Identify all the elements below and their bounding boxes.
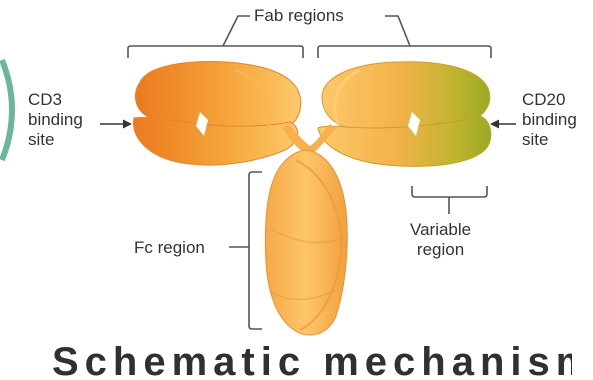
- fab-arm-left: [133, 61, 300, 165]
- caption-partial: Schematic mechanism of action: [52, 340, 572, 380]
- antibody-illustration: [0, 0, 593, 367]
- fab-title-connector-right: [385, 16, 410, 46]
- variable-region-label: Variable region: [410, 220, 471, 260]
- cd20-arrow: [490, 120, 516, 129]
- variable-bracket: [412, 186, 487, 197]
- antibody-diagram: Fab regions CD3 binding site CD20 bindin…: [0, 0, 593, 367]
- fab-title-connector-left: [223, 16, 250, 46]
- cd3-binding-site-label: CD3 binding site: [28, 90, 83, 150]
- cd20-binding-site-label: CD20 binding site: [522, 90, 577, 150]
- cd3-arrow: [100, 120, 132, 129]
- fc-region-label: Fc region: [134, 238, 205, 258]
- fc-bracket: [249, 172, 262, 329]
- edge-arc: [2, 60, 12, 160]
- fab-bracket-right: [318, 46, 491, 58]
- fc-stem: [265, 150, 347, 335]
- fab-regions-label: Fab regions: [254, 6, 344, 26]
- fab-bracket-left: [128, 46, 303, 58]
- fab-arm-right: [318, 62, 491, 167]
